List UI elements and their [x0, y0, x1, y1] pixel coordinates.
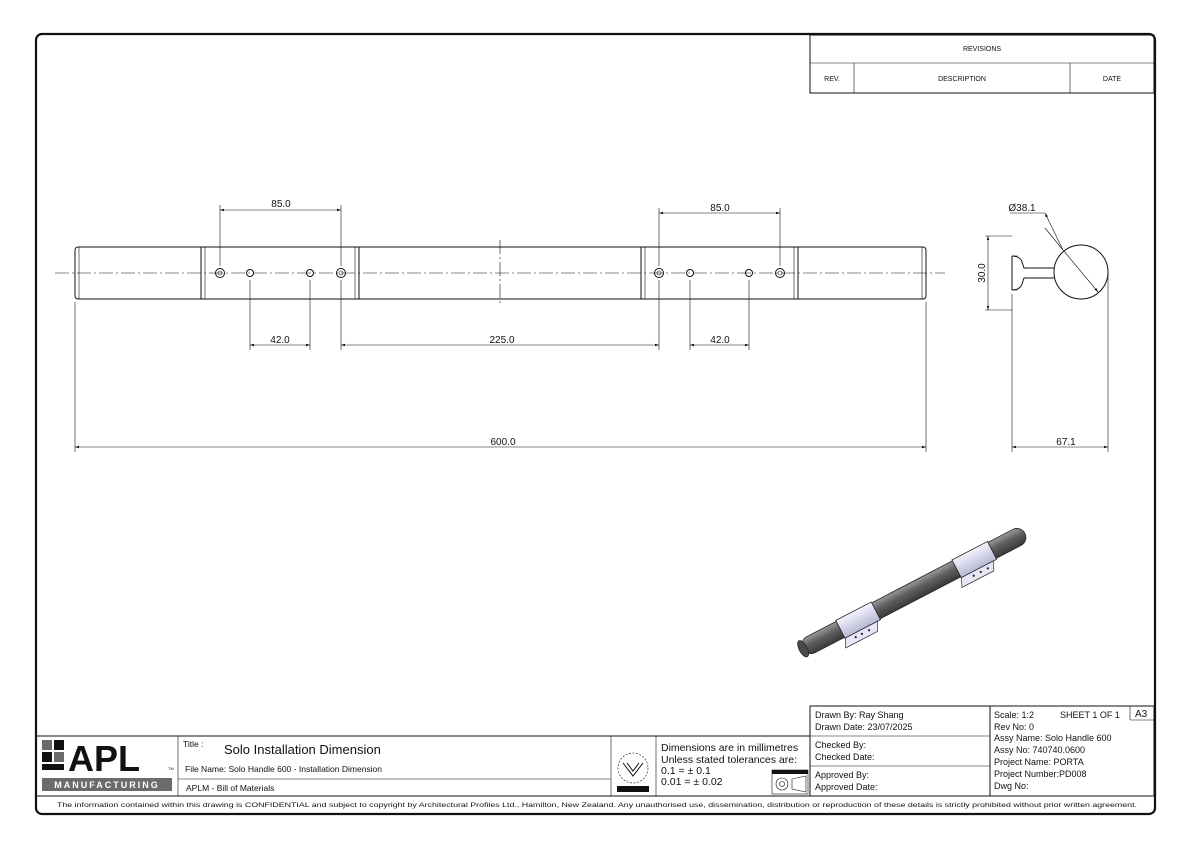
checked-date: Checked Date: — [815, 752, 875, 762]
svg-text:85.0: 85.0 — [271, 199, 291, 210]
approved-by: Approved By: — [815, 770, 869, 780]
isometric-view — [797, 528, 1027, 658]
file-name: File Name: Solo Handle 600 - Installatio… — [185, 764, 382, 774]
front-view: 85.0 85.0 42.0 225.0 42.0 — [55, 199, 945, 452]
scale: Scale: 1:2 — [994, 710, 1034, 720]
standards-emblem — [617, 752, 649, 792]
logo-name: APL — [68, 738, 140, 779]
sheet-border — [34, 32, 1157, 816]
hole — [306, 269, 314, 277]
dwg-no: Dwg No: — [994, 781, 1029, 791]
svg-text:42.0: 42.0 — [270, 335, 290, 346]
svg-text:67.1: 67.1 — [1056, 437, 1076, 448]
svg-text:600.0: 600.0 — [490, 437, 515, 448]
side-view: Ø38.1 30.0 67.1 — [977, 203, 1109, 452]
rev-no: Rev No: 0 — [994, 722, 1034, 732]
hole — [336, 268, 346, 278]
checked-by: Checked By: — [815, 740, 866, 750]
title-label: Title : — [183, 739, 203, 749]
dim-right-inner-span: 42.0 — [689, 280, 750, 350]
projection-symbol-icon — [771, 769, 809, 795]
units-line-1: Dimensions are in millimetres — [661, 742, 798, 754]
dim-left-hole-span: 85.0 — [219, 199, 342, 266]
revisions-col-date: DATE — [1103, 76, 1121, 83]
svg-text:42.0: 42.0 — [710, 335, 730, 346]
svg-text:30.0: 30.0 — [977, 263, 988, 283]
dim-right-hole-span: 85.0 — [658, 203, 781, 266]
right-bracket — [640, 246, 799, 300]
tolerance-1: 0.1 = ± 0.1 — [661, 765, 711, 777]
tolerance-2: 0.01 = ± 0.02 — [661, 776, 723, 788]
dim-diameter: Ø38.1 — [1008, 203, 1036, 214]
sheet-size: A3 — [1135, 709, 1148, 720]
hole — [654, 268, 664, 278]
dim-bracket-gap: 225.0 — [340, 280, 660, 350]
assy-no: Assy No: 740740.0600 — [994, 745, 1085, 755]
revisions-title: REVISIONS — [963, 46, 1001, 53]
dim-side-depth: 67.1 — [1011, 272, 1109, 452]
drawing-title: Solo Installation Dimension — [224, 742, 381, 757]
bom-label: APLM - Bill of Materials — [186, 783, 274, 793]
project-number: Project Number:PD008 — [994, 769, 1087, 779]
revisions-col-rev: REV. — [824, 76, 840, 83]
svg-text:85.0: 85.0 — [710, 203, 730, 214]
sheet-number: SHEET 1 OF 1 — [1060, 710, 1120, 720]
hole — [775, 268, 785, 278]
logo-tm: TM — [168, 766, 174, 771]
hole — [215, 268, 225, 278]
assy-name: Assy Name: Solo Handle 600 — [994, 733, 1112, 743]
drawn-by: Drawn By: Ray Shang — [815, 710, 904, 720]
left-bracket — [200, 246, 360, 300]
revisions-table: REVISIONS REV. DESCRIPTION DATE — [809, 34, 1155, 94]
approved-date: Approved Date: — [815, 782, 878, 792]
hole — [686, 269, 694, 277]
drawn-date: Drawn Date: 23/07/2025 — [815, 722, 913, 732]
hole — [246, 269, 254, 277]
dim-overall-length: 600.0 — [74, 302, 927, 452]
title-block: APL TM MANUFACTURING Title : Solo Instal… — [37, 705, 1155, 797]
confidential-notice: The information contained within this dr… — [57, 802, 1137, 809]
dim-bracket-height: 30.0 — [977, 235, 1012, 311]
units-line-2: Unless stated tolerances are: — [661, 754, 797, 766]
hole — [745, 269, 753, 277]
revisions-col-description: DESCRIPTION — [938, 76, 986, 83]
svg-text:225.0: 225.0 — [489, 335, 514, 346]
apl-logo: APL TM MANUFACTURING — [42, 738, 174, 791]
rod-outline — [74, 246, 927, 300]
logo-sub: MANUFACTURING — [54, 780, 160, 790]
project-name: Project Name: PORTA — [994, 757, 1084, 767]
dim-left-inner-span: 42.0 — [249, 280, 311, 350]
